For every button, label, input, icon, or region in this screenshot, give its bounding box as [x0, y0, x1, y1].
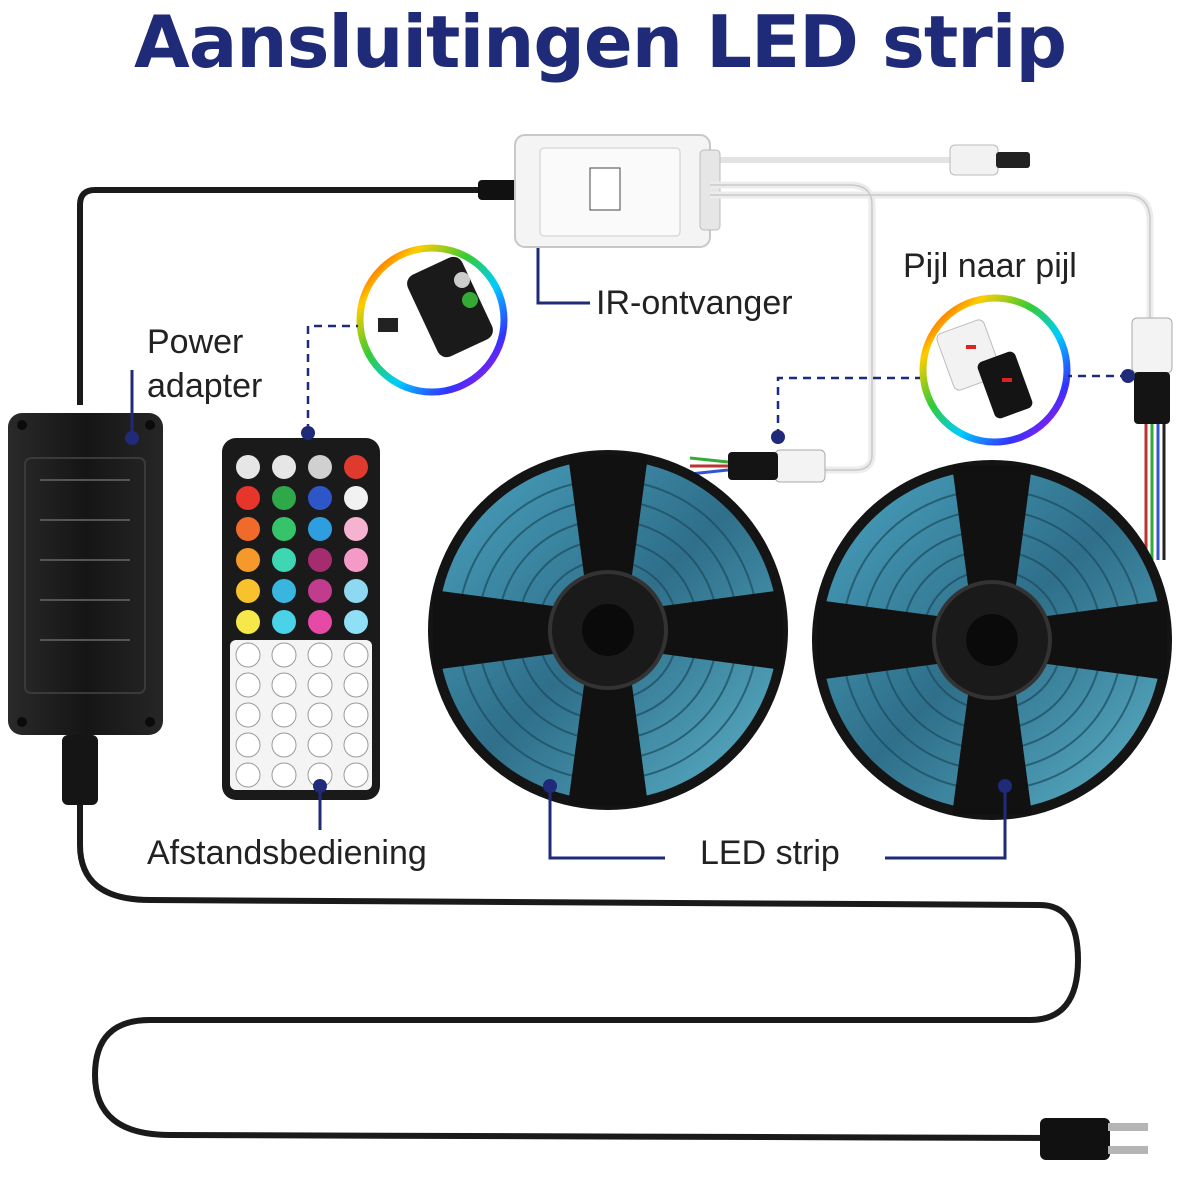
connector-zoom-icon	[919, 294, 1071, 446]
label-ir-receiver: IR-ontvanger	[596, 284, 793, 322]
remote-key	[236, 548, 260, 572]
remote-key	[308, 548, 332, 572]
dashed-leaders	[306, 324, 1128, 437]
label-arrow-to-arrow: Pijl naar pijl	[903, 247, 1077, 285]
ir-receiver-box-icon	[514, 134, 1030, 248]
remote-key	[308, 486, 332, 510]
remote-key	[236, 579, 260, 603]
remote-key	[236, 486, 260, 510]
remote-key	[271, 762, 297, 788]
label-remote: Afstandsbediening	[147, 834, 427, 872]
remote-key	[307, 672, 333, 698]
led-reel-icon	[428, 450, 788, 810]
remote-key	[343, 762, 369, 788]
remote-key	[344, 548, 368, 572]
leader-dots	[125, 369, 1135, 793]
remote-key	[235, 642, 261, 668]
power-adapter-icon	[8, 413, 163, 735]
remote-key	[272, 455, 296, 479]
remote-key	[235, 672, 261, 698]
remote-key	[235, 732, 261, 758]
page-title: Aansluitingen LED strip	[134, 0, 1067, 84]
mains-cable	[62, 735, 1148, 1160]
power-cable-top	[77, 180, 520, 405]
remote-key	[236, 610, 260, 634]
remote-key	[344, 517, 368, 541]
label-power-adapter-line2: adapter	[147, 367, 263, 405]
remote-key	[272, 610, 296, 634]
remote-key	[344, 486, 368, 510]
remote-key	[272, 486, 296, 510]
remote-key	[344, 610, 368, 634]
remote-key	[272, 548, 296, 572]
solid-leaders	[130, 248, 1007, 860]
remote-key	[271, 672, 297, 698]
led-reel-icon	[812, 460, 1172, 820]
remote-key	[308, 579, 332, 603]
remote-key	[308, 610, 332, 634]
remote-key	[308, 517, 332, 541]
label-led-strip: LED strip	[700, 834, 840, 872]
remote-key	[343, 702, 369, 728]
label-power-adapter-line1: Power	[147, 323, 244, 361]
remote-key	[344, 579, 368, 603]
remote-key	[344, 455, 368, 479]
remote-key	[343, 642, 369, 668]
remote-key	[307, 642, 333, 668]
remote-key	[271, 732, 297, 758]
remote-control-icon	[222, 438, 380, 800]
remote-key	[271, 702, 297, 728]
remote-key	[307, 702, 333, 728]
remote-key	[308, 455, 332, 479]
remote-key	[236, 455, 260, 479]
remote-key	[235, 762, 261, 788]
remote-key	[235, 702, 261, 728]
strain-relief	[62, 735, 98, 805]
remote-key	[343, 732, 369, 758]
power-plug-icon	[1040, 1118, 1148, 1160]
remote-key	[236, 517, 260, 541]
remote-key	[271, 642, 297, 668]
remote-lower-pad	[230, 640, 372, 790]
remote-key	[343, 672, 369, 698]
reel2-connector	[1131, 317, 1173, 560]
white-cables	[710, 181, 1154, 474]
remote-key	[272, 579, 296, 603]
remote-key	[307, 732, 333, 758]
reel1-connector	[689, 449, 826, 483]
remote-key	[272, 517, 296, 541]
connector-zoom-icon	[356, 244, 508, 396]
